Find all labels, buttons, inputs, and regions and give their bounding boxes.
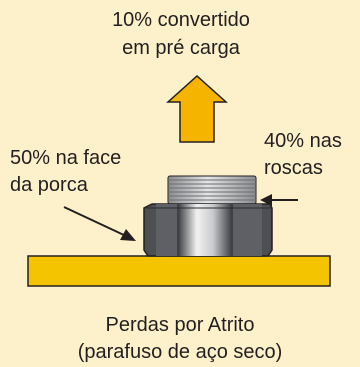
- top-label-line2: em pré carga: [122, 37, 240, 59]
- up-arrow-icon: [166, 74, 228, 143]
- right-label-line2: roscas: [264, 157, 323, 179]
- hex-nut: [143, 203, 273, 257]
- top-label-line1: 10% convertido: [112, 9, 250, 31]
- left-pointer-arrow: [63, 206, 136, 241]
- right-label-line1: 40% nas: [264, 130, 342, 152]
- left-label-line1: 50% na face: [10, 147, 122, 169]
- left-label-line2: da porca: [10, 174, 88, 196]
- bottom-label-line2: (parafuso de aço seco): [77, 341, 283, 363]
- base-plate: [27, 255, 331, 287]
- bottom-label-line1: Perdas por Atrito: [105, 314, 255, 336]
- right-pointer-arrow: [260, 194, 298, 206]
- bolt-threads: [167, 175, 257, 205]
